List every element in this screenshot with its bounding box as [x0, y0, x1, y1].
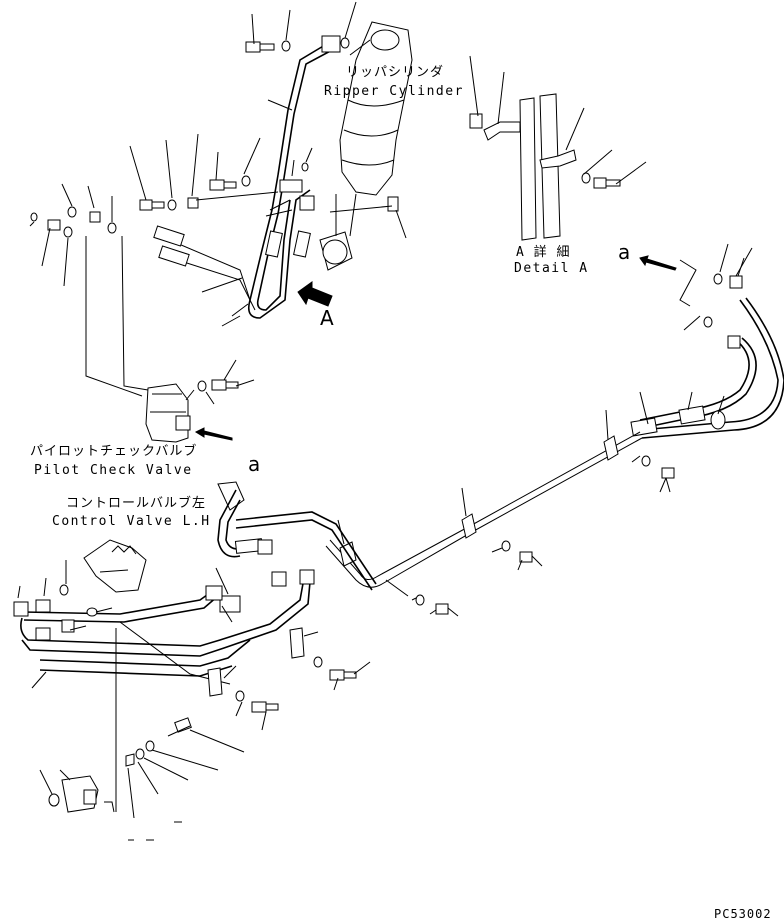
control-valve-label-jp: コントロールバルブ左 [66, 496, 207, 511]
pilot-check-valve-label-jp: パイロットチェックバルブ [30, 444, 198, 459]
bold-arrow-icon [297, 281, 333, 307]
bolts-top [30, 37, 399, 238]
detail-a [469, 55, 647, 241]
detail-a-label-jp: A 詳 細 [516, 245, 571, 260]
arrow-icon [639, 255, 677, 271]
cylinder-pipes [153, 35, 341, 319]
view-a-label: A [320, 306, 334, 330]
right-hoses [630, 243, 784, 439]
drawing-code: PC53002 [714, 907, 772, 921]
arrow-icon [194, 427, 233, 441]
control-valve-pipes [13, 481, 377, 812]
pilot-check-valve [85, 235, 255, 443]
control-valve-label-en: Control Valve L.H [52, 514, 211, 529]
ref-a-right-label: a [618, 240, 631, 264]
detail-a-label-en: Detail A [514, 261, 589, 276]
ripper-cylinder-label-jp: リッパシリンダ [346, 65, 445, 80]
pilot-check-valve-label-en: Pilot Check Valve [34, 463, 193, 478]
long-tube [325, 409, 675, 617]
ref-a-left-label: a [248, 452, 261, 476]
lower-clamps-bolts [39, 627, 371, 841]
control-valve-lh [83, 539, 147, 593]
ripper-cylinder [319, 21, 413, 271]
leader-lines-top [29, 1, 407, 327]
ripper-cylinder-label-en: Ripper Cylinder [324, 84, 464, 99]
